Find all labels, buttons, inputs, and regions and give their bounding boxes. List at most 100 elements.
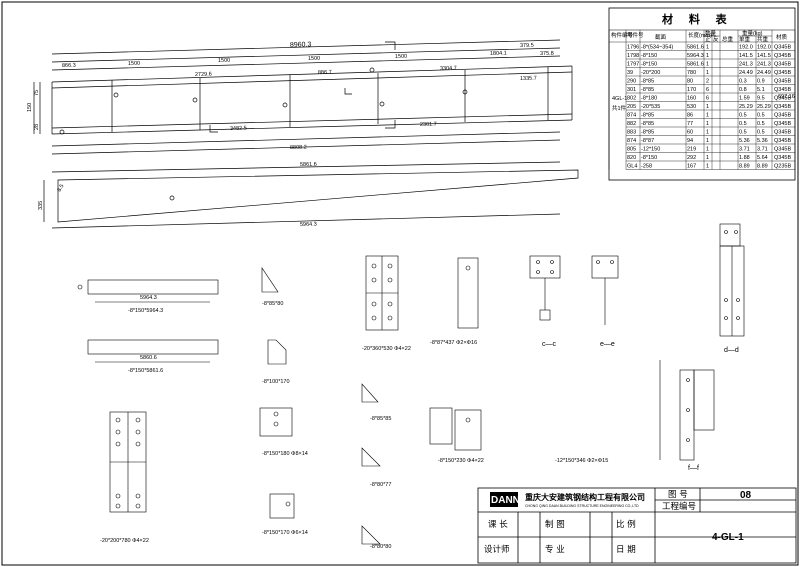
material-row-material: Q345B <box>774 87 791 93</box>
plate-caption: -8*100*170 <box>262 379 290 385</box>
material-row-single: 1.88 <box>739 155 750 161</box>
material-row-length: 60 <box>687 130 693 136</box>
material-row-single: 0.5 <box>739 130 747 136</box>
material-row-total: 241.3 <box>757 62 771 68</box>
material-row-seq: 1796 <box>627 45 639 51</box>
beam-seg-dim: 1500 <box>308 56 320 62</box>
beam-inner-dim: 3304.7 <box>440 66 457 72</box>
material-row-length: 5964.3 <box>687 53 704 59</box>
material-row-total: 5.1 <box>757 87 765 93</box>
plate-caption: -8*85*85 <box>370 416 391 422</box>
material-table: 材 料 表 构件编号零件号截面长度(mm)数量正反重量(kg)单重共重总重材质4… <box>608 7 796 181</box>
material-row-section: -8*180 <box>641 96 657 102</box>
company-name-en: CHONG QING DAAN BUILDING STRUCTURE ENGIN… <box>525 504 639 508</box>
beam-seg-dim: 1500 <box>395 54 407 60</box>
material-row-qty: 1 <box>706 138 709 144</box>
material-row-qty: 1 <box>706 53 709 59</box>
material-row-qty: 1 <box>706 147 709 153</box>
material-row-material: Q345B <box>774 121 791 127</box>
section-c-label: c—c <box>542 341 557 348</box>
material-row-section: -8*(534~354) <box>641 45 673 51</box>
material-row-length: 94 <box>687 138 693 144</box>
material-table-header: 长度(mm) <box>688 31 712 39</box>
material-row-length: 80 <box>687 79 693 85</box>
material-row-length: 219 <box>687 147 696 153</box>
material-row-seq: 205 <box>627 104 636 110</box>
plate-caption: -8*85*80 <box>262 301 283 307</box>
beam-inner-dim: 1335.7 <box>520 76 537 82</box>
section-d-label: d—d <box>724 347 739 354</box>
material-row-seq: 802 <box>627 96 636 102</box>
specialty-label: 专 业 <box>545 544 565 555</box>
beam-seg-dim: 1500 <box>128 61 140 67</box>
director-label: 课 长 <box>488 519 508 530</box>
section-e-label: e—e <box>600 341 615 348</box>
material-table-header: 反 <box>713 35 719 43</box>
material-row-section: -8*87 <box>641 138 654 144</box>
material-row-qty: 1 <box>706 104 709 110</box>
material-row-single: 0.3 <box>739 79 747 85</box>
beam-seg-dim: 866.3 <box>62 63 76 69</box>
material-row-section: -8*150 <box>641 155 657 161</box>
material-row-single: 0.8 <box>739 87 747 93</box>
detail-plates <box>77 223 745 545</box>
material-row-single: 5.36 <box>739 138 750 144</box>
material-row-length: 5861.6 <box>687 62 704 68</box>
material-row-single: 8.89 <box>739 164 750 170</box>
plate-caption: -8*150*170 Φ6×14 <box>262 530 308 536</box>
material-row-single: 24.49 <box>739 70 753 76</box>
material-table-header: 截面 <box>655 33 667 41</box>
beam-elevation <box>33 39 573 155</box>
material-table-header: 数量 <box>705 29 717 37</box>
beam-top-dim-3: 375.8 <box>540 51 554 57</box>
material-row-section: -8*85 <box>641 121 654 127</box>
material-row-length: 160 <box>687 96 696 102</box>
material-table-header: 正 <box>705 36 711 43</box>
beam-left-dim: 28 <box>34 124 40 130</box>
beam-seg-dim: 1500 <box>218 58 230 64</box>
material-row-qty: 1 <box>706 70 709 76</box>
material-row-total: 0.5 <box>757 113 765 119</box>
material-row-material: Q345B <box>774 113 791 119</box>
material-row-length: 780 <box>687 70 696 76</box>
material-row-total: 0.5 <box>757 130 765 136</box>
material-row-section: -8*85 <box>641 130 654 136</box>
material-row-single: 141.5 <box>739 53 753 59</box>
flange-bottom-dim: 5964.3 <box>300 222 317 228</box>
material-row-seq: 882 <box>627 121 636 127</box>
beam-seg-dim: 1804.1 <box>490 51 507 57</box>
material-row-total: 5.36 <box>757 138 768 144</box>
beam-bottom-dim: 2301.7 <box>420 122 437 128</box>
material-row-length: 170 <box>687 87 696 93</box>
material-row-material: Q345B <box>774 104 791 110</box>
material-row-material: Q345B <box>774 53 791 59</box>
material-row-length: 167 <box>687 164 696 170</box>
material-row-material: Q345B <box>774 62 791 68</box>
material-row-total: 0.5 <box>757 121 765 127</box>
material-row-qty: 1 <box>706 45 709 51</box>
material-row-seq: 820 <box>627 155 636 161</box>
material-row-single: 3.71 <box>739 147 750 153</box>
material-table-part-sub: 共1件 <box>612 104 627 112</box>
material-table-header: 构件编号 <box>611 31 634 39</box>
flange-plan <box>43 161 579 229</box>
beam-inner-dim: 2729.6 <box>195 72 212 78</box>
material-row-length: 5861.6 <box>687 45 704 51</box>
material-row-material: Q345B <box>774 130 791 136</box>
material-row-section: -8*85 <box>641 113 654 119</box>
part-code: 4-GL-1 <box>712 532 744 543</box>
material-row-qty: 1 <box>706 113 709 119</box>
flange-top-dim: 5861.6 <box>300 162 317 168</box>
plate-dim: 5964.3 <box>140 295 157 301</box>
beam-top-dim-2: 379.5 <box>520 43 534 49</box>
designer-label: 设计师 <box>484 544 510 555</box>
material-row-qty: 1 <box>706 121 709 127</box>
material-row-length: 86 <box>687 113 693 119</box>
beam-dim-texts: 8960.3 379.5 375.8 866.3 1500 1500 1500 … <box>27 41 554 151</box>
material-row-total: 24.49 <box>757 70 771 76</box>
material-row-material: Q345B <box>774 70 791 76</box>
material-row-total: 9.5 <box>757 96 765 102</box>
material-row-qty: 6 <box>706 96 709 102</box>
material-row-material: Q235B <box>774 164 791 170</box>
plate-caption: -8*150*230 Φ4×22 <box>438 458 484 464</box>
